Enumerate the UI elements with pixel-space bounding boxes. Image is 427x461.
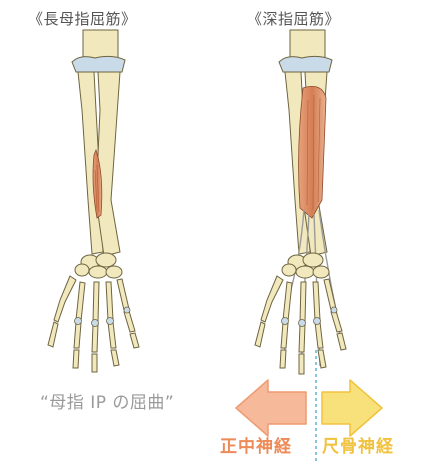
thumb-ip-flexion-caption: “母指 IP の屈曲” (40, 388, 174, 413)
right-arm (255, 30, 346, 374)
ulnar-nerve-arrow (322, 380, 382, 436)
median-nerve-arrow (236, 380, 306, 436)
median-nerve-label: 正中神経 (220, 432, 292, 457)
left-arm (48, 30, 139, 372)
ulnar-nerve-label: 尺骨神経 (322, 432, 394, 457)
